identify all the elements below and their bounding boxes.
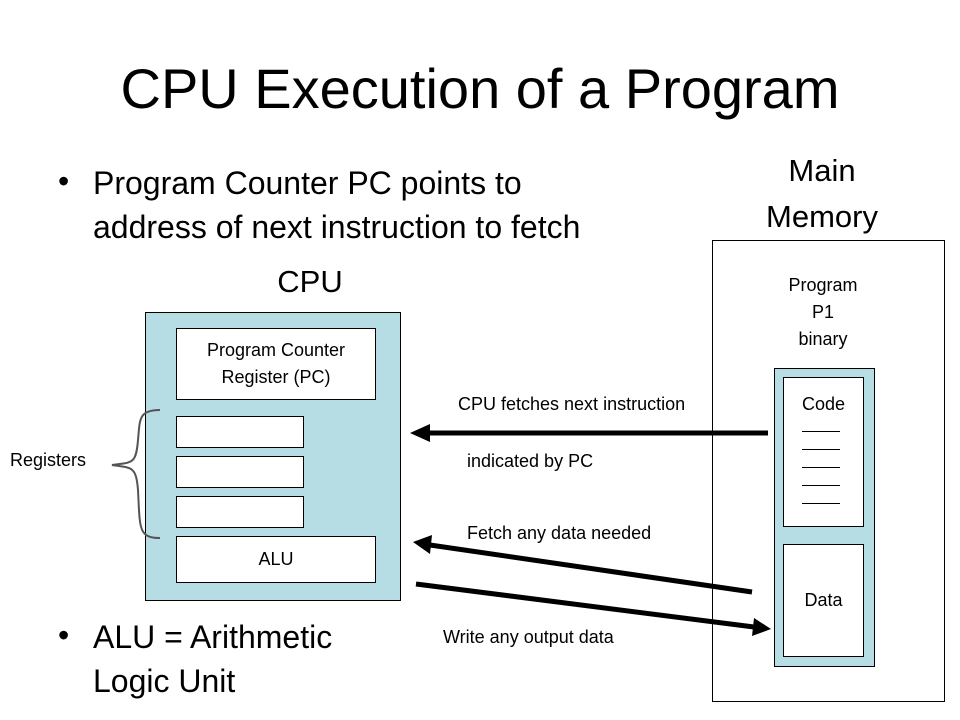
code-line <box>802 467 840 468</box>
fetch-data-arrowhead <box>413 535 432 554</box>
data-box: Data <box>783 544 864 657</box>
page-title: CPU Execution of a Program <box>120 57 840 120</box>
bullet-2-line-1: ALU = Arithmetic <box>93 619 333 655</box>
main-memory-label-line-1: Main <box>788 153 856 188</box>
registers-label: Registers <box>10 450 87 470</box>
bullet-marker: • <box>58 163 70 199</box>
data-label: Data <box>804 590 843 610</box>
program-counter-register: Program Counter Register (PC) <box>176 328 376 400</box>
write-data-arrow-line <box>415 581 755 630</box>
program-label: Program P1 binary <box>763 270 883 354</box>
program-label-line-2: P1 <box>811 301 835 322</box>
alu-box: ALU <box>176 536 376 583</box>
bullet-1-line-1: Program Counter PC points to <box>93 165 522 201</box>
code-line <box>802 485 840 486</box>
code-line <box>802 449 840 450</box>
code-line <box>802 431 840 432</box>
write-data-label: Write any output data <box>443 627 614 647</box>
write-data-arrowhead <box>752 618 771 636</box>
code-box <box>783 377 864 527</box>
fetch-instruction-arrowhead <box>410 424 430 442</box>
fetch-instruction-label-line-2: indicated by PC <box>467 451 594 471</box>
fetch-data-arrow-line <box>429 542 753 595</box>
main-memory-label-line-2: Memory <box>766 199 878 234</box>
bullet-marker: • <box>58 617 70 653</box>
program-label-line-3: binary <box>798 328 848 349</box>
program-label-line-1: Program <box>788 274 858 295</box>
cpu-label: CPU <box>277 264 343 299</box>
register-box <box>176 416 304 448</box>
alu-label: ALU <box>258 549 294 569</box>
code-label: Code <box>801 394 846 414</box>
pc-label-line-1: Program Counter <box>206 340 346 360</box>
fetch-data-label: Fetch any data needed <box>467 523 652 543</box>
register-box <box>176 496 304 528</box>
bullet-1-line-2: address of next instruction to fetch <box>93 209 581 245</box>
bullet-2-line-2: Logic Unit <box>93 663 236 699</box>
code-line <box>802 503 840 504</box>
registers-brace <box>111 409 161 539</box>
register-box <box>176 456 304 488</box>
fetch-instruction-label-line-1: CPU fetches next instruction <box>458 394 686 414</box>
pc-label-line-2: Register (PC) <box>221 367 331 387</box>
